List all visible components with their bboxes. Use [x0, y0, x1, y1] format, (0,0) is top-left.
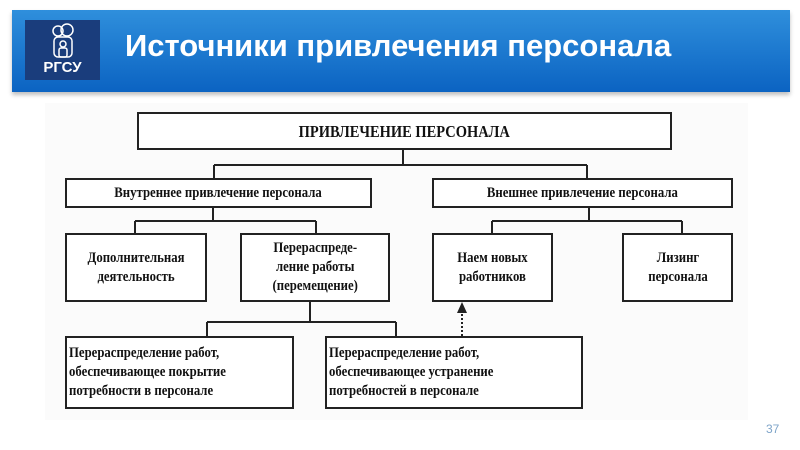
- family-icon: [52, 23, 74, 58]
- external-box: Внешнее привлечение персонала: [432, 178, 733, 208]
- logo-text: РГСУ: [43, 59, 82, 76]
- title-bar: [12, 10, 790, 92]
- additional-activity-box: Дополнительная деятельность: [65, 233, 207, 302]
- page-number: 37: [766, 422, 780, 436]
- slide-title: Источники привлечения персонала: [125, 28, 672, 63]
- eliminate-need-box: Перераспределение работ, обеспечивающее …: [325, 336, 583, 409]
- internal-box: Внутреннее привлечение персонала: [65, 178, 372, 208]
- cover-need-box: Перераспределение работ, обеспечивающее …: [65, 336, 294, 409]
- arrow-head: [457, 302, 467, 313]
- root-box: ПРИВЛЕЧЕНИЕ ПЕРСОНАЛА: [137, 112, 672, 150]
- hiring-box: Наем новых работников: [432, 233, 553, 302]
- rgsu-logo: РГСУ: [25, 20, 100, 80]
- redistribution-box: Перераспреде- ление работы (перемещение): [240, 233, 390, 302]
- leasing-box: Лизинг персонала: [622, 233, 733, 302]
